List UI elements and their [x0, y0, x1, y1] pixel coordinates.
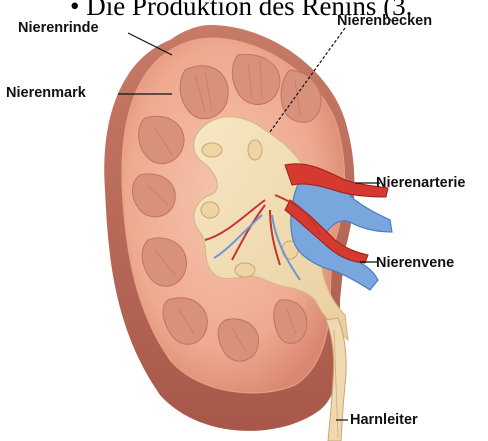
label-nierenvene: Nierenvene: [376, 255, 454, 271]
label-nierenarterie: Nierenarterie: [376, 175, 465, 191]
label-nierenmark: Nierenmark: [6, 85, 86, 101]
label-nierenbecken: Nierenbecken: [337, 13, 432, 29]
label-nierenrinde: Nierenrinde: [18, 20, 99, 36]
label-harnleiter: Harnleiter: [350, 412, 418, 428]
